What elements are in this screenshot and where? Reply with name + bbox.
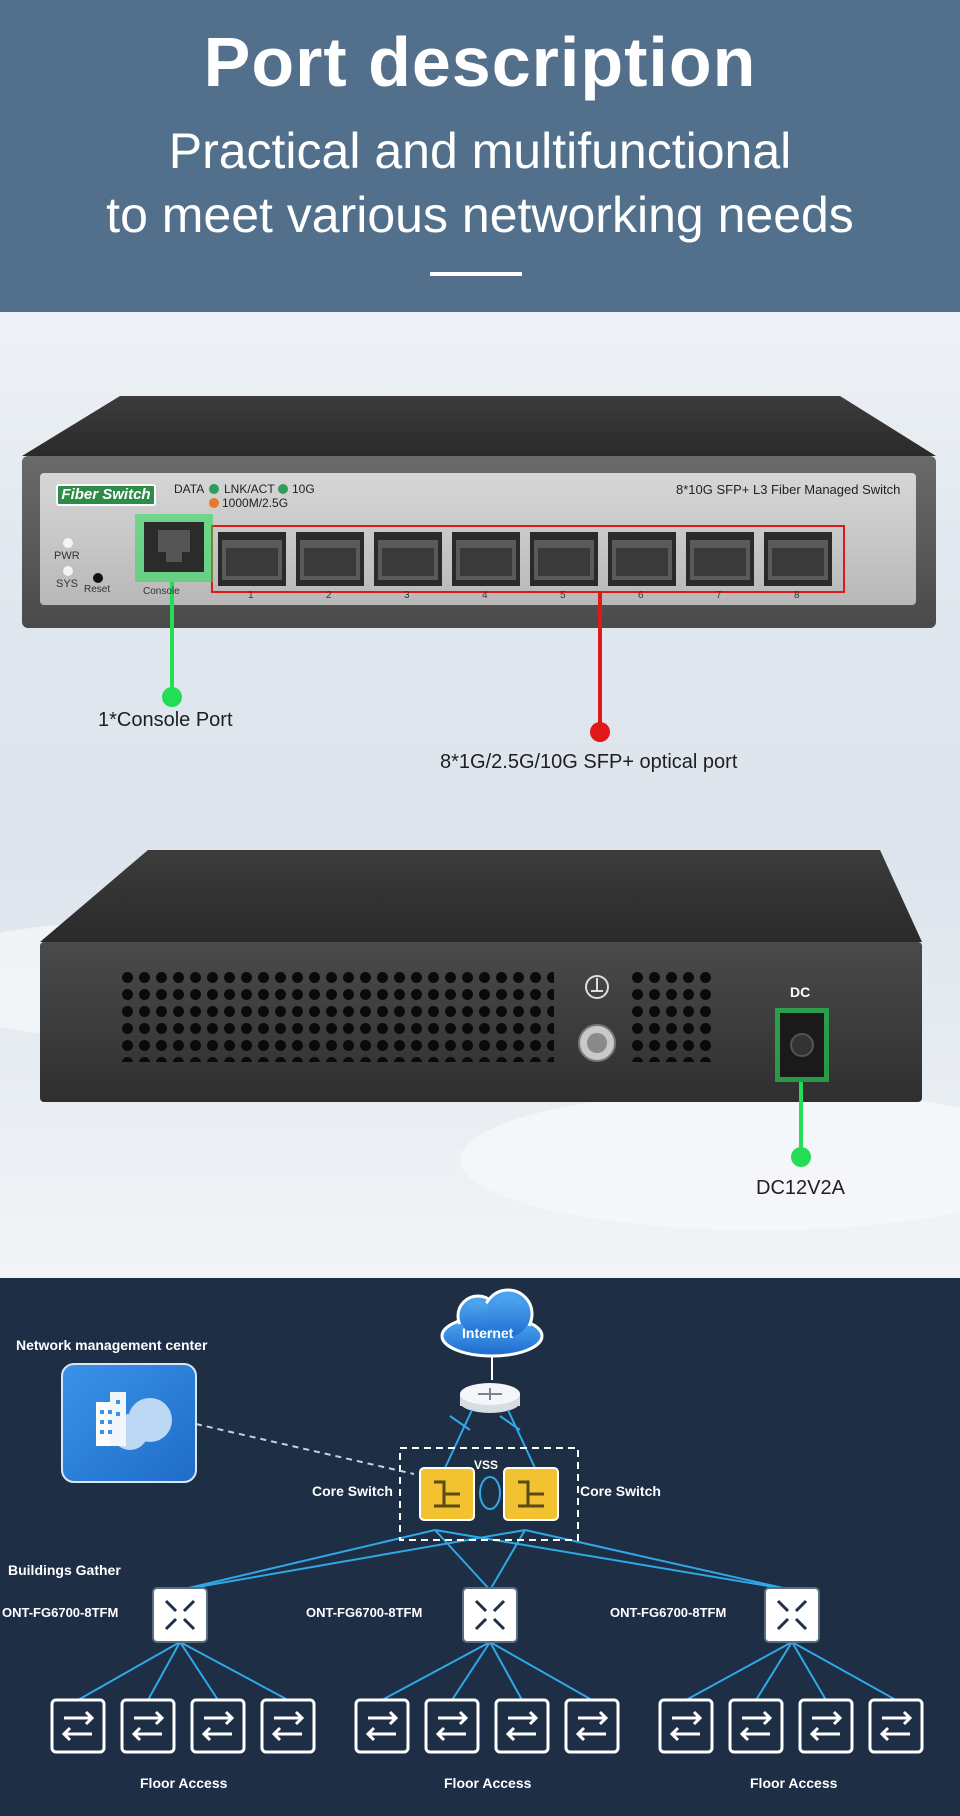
sfp-port [374,532,442,586]
agg-label-3: ONT-FG6700-8TFM [610,1605,727,1620]
aggregation-switch-icon [152,1587,208,1643]
sfp-port [296,532,364,586]
port-number: 2 [326,590,332,601]
page-title: Port description [203,23,757,101]
sfp-port [218,532,286,586]
floor-access-switch-icon [120,1698,176,1754]
header-banner: Port description Practical and multifunc… [0,0,960,312]
sfp-port [686,532,754,586]
port-number: 7 [716,590,722,601]
floor-access-switch-icon [260,1698,316,1754]
aggregation-switch-icon [462,1587,518,1643]
port-number: 3 [404,590,410,601]
core-switch-left-label: Core Switch [312,1483,393,1499]
network-topology-section: Network management center Internet VSS C… [0,1278,960,1816]
floor-access-switch-icon [190,1698,246,1754]
subtitle-line-1: Practical and multifunctional [168,123,792,179]
sfp-port [608,532,676,586]
floor-access-switch-icon [494,1698,550,1754]
floor-access-switch-icon [798,1698,854,1754]
console-callout: 1*Console Port [98,709,233,731]
vss-box [399,1447,579,1541]
floor-access-switch-icon [868,1698,924,1754]
nmc-label: Network management center [16,1337,208,1353]
dc-callout: DC12V2A [756,1177,845,1199]
sfp-port [452,532,520,586]
internet-cloud-icon [440,1288,544,1358]
switch-illustration [0,396,960,1230]
legend-10g: 10G [292,482,315,496]
floor-access-label-1: Floor Access [140,1775,228,1791]
buildings-gather-label: Buildings Gather [8,1562,121,1578]
dc-label: DC [790,984,811,1000]
port-number: 5 [560,590,566,601]
legend-lnk-act: LNK/ACT [224,482,275,496]
topology-diagram [50,1288,924,1754]
aggregation-switch-icon [764,1587,820,1643]
sfp-port [530,532,598,586]
model-text: 8*10G SFP+ L3 Fiber Managed Switch [676,482,901,497]
floor-access-label-2: Floor Access [444,1775,532,1791]
floor-access-switch-icon [564,1698,620,1754]
sfp-callout: 8*1G/2.5G/10G SFP+ optical port [440,751,738,773]
front-switch [22,396,936,628]
port-number: 8 [794,590,800,601]
core-switch-right-label: Core Switch [580,1483,661,1499]
legend-data: DATA [174,482,205,496]
internet-label: Internet [462,1325,514,1341]
floor-access-switch-icon [728,1698,784,1754]
rear-switch [40,850,922,1102]
agg-label-1: ONT-FG6700-8TFM [2,1605,119,1620]
header-divider [430,272,522,276]
sys-label: SYS [56,578,79,590]
port-number: 1 [248,590,254,601]
port-number: 4 [482,590,488,601]
legend-1000m: 1000M/2.5G [222,496,289,510]
core-switch-icon [419,1467,475,1521]
port-number: 6 [638,590,644,601]
reset-label: Reset [84,584,111,595]
subtitle-line-2: to meet various networking needs [106,187,854,243]
console-label: Console [143,586,180,597]
floor-access-label-3: Floor Access [750,1775,838,1791]
vss-label: VSS [474,1458,499,1472]
core-switch-icon [503,1467,559,1521]
sfp-port [764,532,832,586]
floor-access-switch-icon [354,1698,410,1754]
floor-access-switch-icon [658,1698,714,1754]
router-icon [460,1383,520,1413]
floor-access-switch-icon [424,1698,480,1754]
management-center-icon [61,1363,197,1483]
agg-floor-links [77,1641,897,1701]
pwr-label: PWR [54,550,80,562]
floor-access-switch-icon [50,1698,106,1754]
product-photo-section: Fiber Switch DATA LNK/ACT 10G 1000M/2.5G… [0,312,960,1278]
brand-badge: Fiber Switch [56,484,156,506]
agg-label-2: ONT-FG6700-8TFM [306,1605,423,1620]
